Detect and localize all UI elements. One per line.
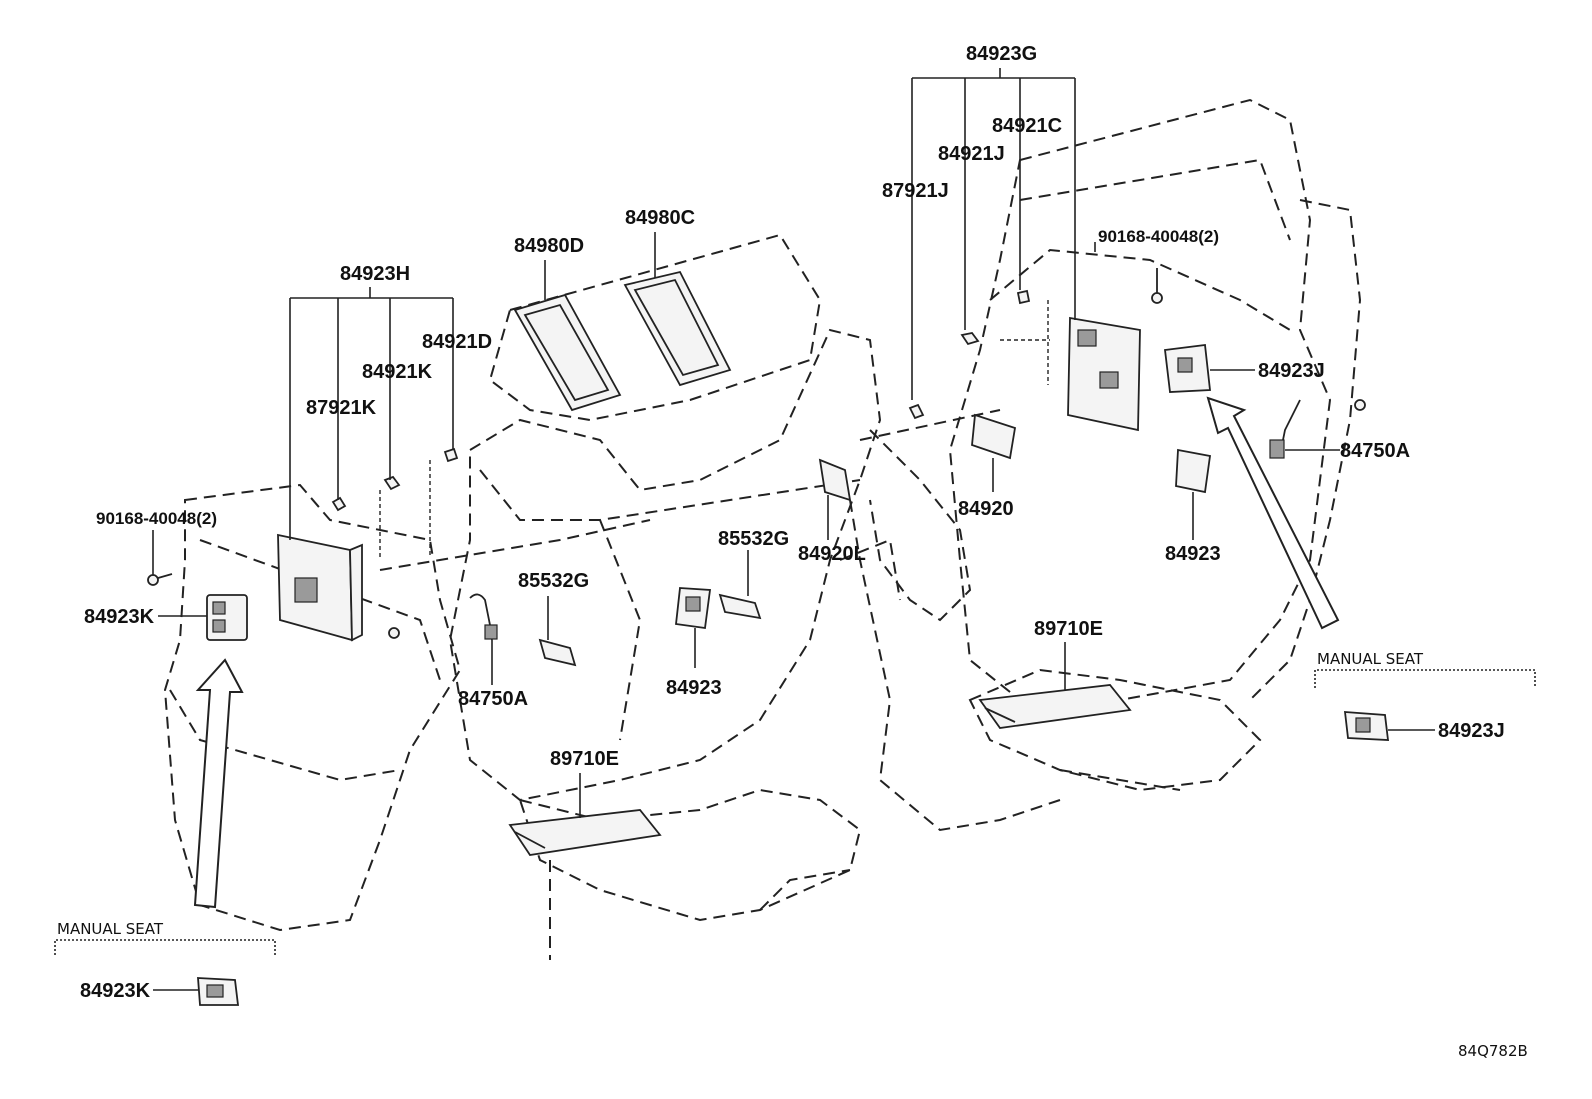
label-85532G-a: 85532G [518,570,589,592]
manual-seat-bracket-right [1314,669,1536,688]
label-89710E-left: 89710E [550,748,619,770]
label-84923G: 84923G [966,43,1037,65]
bolt-right-2 [1354,399,1366,411]
bolt-90168-left [147,573,173,586]
label-84920L: 84920L [798,543,866,565]
label-84923J-bottom: 84923J [1438,720,1505,742]
label-84921C: 84921C [992,115,1062,137]
connector-85532G-b [718,593,762,620]
switch-assembly-84923H [277,533,363,642]
caption-manual-seat-left: MANUAL SEAT [57,920,164,938]
label-87921J: 87921J [882,180,949,202]
label-84980D: 84980D [514,235,584,257]
switch-84923J-top [1164,343,1212,393]
bolt-90168-right [1151,268,1163,304]
label-84923J-top: 84923J [1258,360,1325,382]
label-84921K: 84921K [362,361,433,383]
switch-84923K-bottom [197,977,240,1006]
clips-left [331,447,459,512]
part-labels: 84923H 84921D 84921K 87921K 90168-40048(… [80,43,1505,1002]
harness-84750A-right [1269,399,1301,459]
label-84980C: 84980C [625,207,695,229]
switch-84923K-top [206,594,248,641]
tray-89710E-left [508,809,662,856]
switch-84923-right [1175,448,1212,494]
label-84923K-top: 84923K [84,606,155,628]
manual-seat-bracket-left [54,939,276,955]
switch-84923J-bottom [1343,711,1390,741]
label-87921K: 87921K [306,397,377,419]
label-84923H: 84923H [340,263,410,285]
leader-lines [152,68,1435,991]
label-84921D: 84921D [422,331,492,353]
caption-manual-seat-right: MANUAL SEAT [1317,650,1424,668]
label-84920: 84920 [958,498,1014,520]
label-90168-right: 90168-40048(2) [1098,227,1219,246]
reference-code: 84Q782B [1458,1042,1528,1060]
label-84921J: 84921J [938,143,1005,165]
switch-assembly-84923G [1067,316,1141,432]
label-90168-left: 90168-40048(2) [96,509,217,528]
seat-outlines [163,98,1362,960]
label-84750A-left: 84750A [458,688,528,710]
view-arrow-right [1206,396,1340,630]
label-89710E-right: 89710E [1034,618,1103,640]
label-84923K-bottom: 84923K [80,980,151,1002]
switch-84920 [971,413,1017,460]
clips-right [908,289,1031,420]
switch-84923-mid [675,587,712,630]
label-84923-right: 84923 [1165,543,1221,565]
switch-84920L [818,458,852,502]
harness-84750A-left [469,593,498,641]
connector-85532G-a [538,638,577,667]
view-arrow-left [193,658,244,909]
label-84923-mid: 84923 [666,677,722,699]
bolt-left-2 [388,627,400,639]
label-85532G-b: 85532G [718,528,789,550]
tray-89710E-right [978,684,1132,729]
label-84750A-right: 84750A [1340,440,1410,462]
monitor-84980C [623,270,732,387]
monitor-84980D [513,293,622,412]
